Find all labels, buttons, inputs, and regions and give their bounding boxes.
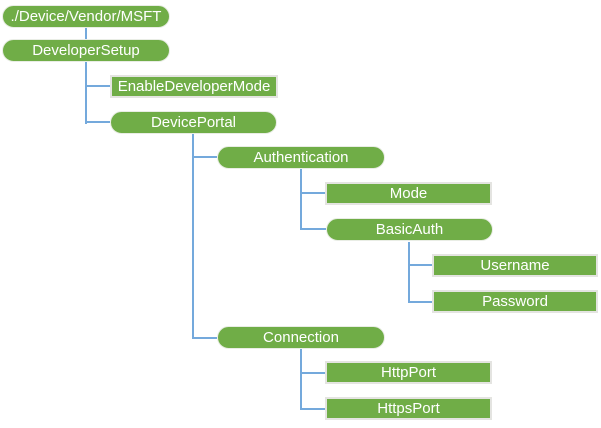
tree-node-mode: Mode xyxy=(325,182,492,205)
connector-connection-trunk xyxy=(300,349,302,410)
connector-to-basicauth xyxy=(301,228,326,230)
connector-to-authentication xyxy=(193,156,217,158)
connector-to-httpsport xyxy=(301,408,325,410)
tree-node-authentication: Authentication xyxy=(217,146,385,169)
connector-to-deviceportal xyxy=(86,121,110,123)
tree-node-developer-setup: DeveloperSetup xyxy=(2,39,170,62)
connector-developersetup-trunk xyxy=(85,62,87,124)
tree-node-enable-developer-mode: EnableDeveloperMode xyxy=(110,75,278,98)
connector-to-connection xyxy=(193,337,217,339)
connector-to-enabledevelopermode xyxy=(86,85,110,87)
tree-node-basic-auth: BasicAuth xyxy=(326,218,493,241)
connector-authentication-trunk xyxy=(300,169,302,230)
connector-deviceportal-trunk xyxy=(192,134,194,339)
connector-root-developersetup xyxy=(85,28,87,39)
connector-basicauth-trunk xyxy=(408,242,410,303)
tree-node-username: Username xyxy=(432,254,598,277)
connector-to-password xyxy=(409,301,432,303)
tree-node-https-port: HttpsPort xyxy=(325,397,492,420)
tree-node-connection: Connection xyxy=(217,326,385,349)
connector-to-httpport xyxy=(301,372,325,374)
connector-to-username xyxy=(409,264,432,266)
tree-node-password: Password xyxy=(432,290,598,313)
tree-node-http-port: HttpPort xyxy=(325,361,492,384)
connector-to-mode xyxy=(301,192,325,194)
tree-node-device-portal: DevicePortal xyxy=(110,111,277,134)
tree-node-root: ./Device/Vendor/MSFT xyxy=(2,5,170,28)
